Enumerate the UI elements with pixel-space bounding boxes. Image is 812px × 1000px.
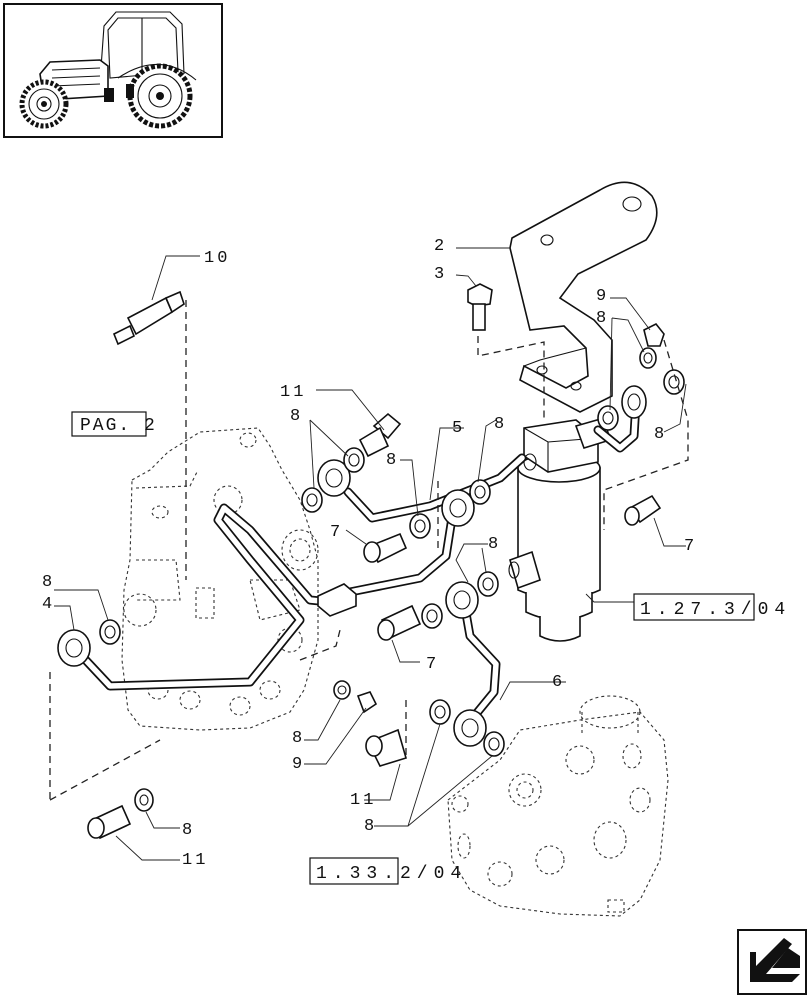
- mounting-bracket: [509, 181, 658, 413]
- label-5: 5: [452, 419, 465, 438]
- distributor-block: [447, 695, 669, 917]
- label-8-left: 8: [42, 573, 55, 592]
- pipes: [75, 397, 641, 719]
- label-7-b: 7: [426, 655, 439, 674]
- label-8-b: 8: [494, 415, 507, 434]
- label-11-bottom: 11: [182, 851, 208, 870]
- label-2: 2: [434, 237, 447, 256]
- label-8-c: 8: [386, 451, 399, 470]
- tractor-thumbnail: [3, 3, 223, 138]
- part-labels: 10 2 3 9 8 8 11 8 5 8 8 7 8 7 8 4 7 6 8 …: [42, 237, 697, 870]
- valve-cylinder: [508, 417, 611, 642]
- reference-boxes: PAG. 2 1.27.3/04 1.33.2/04: [71, 411, 791, 885]
- label-7-a: 7: [330, 523, 343, 542]
- label-3: 3: [434, 265, 447, 284]
- label-10: 10: [204, 249, 230, 268]
- fittings: [57, 283, 685, 840]
- label-9-bottom: 9: [292, 755, 305, 774]
- hydraulic-lift-block: [121, 427, 319, 731]
- assembly-lines: [49, 300, 689, 801]
- label-11-top: 11: [280, 383, 306, 402]
- ref-valve[interactable]: 1.27.3/04: [640, 600, 791, 620]
- ref-pag[interactable]: PAG. 2: [80, 416, 157, 436]
- ref-block[interactable]: 1.33.2/04: [316, 864, 467, 884]
- label-8-e: 8: [292, 729, 305, 748]
- label-11-mid: 11: [350, 791, 376, 810]
- label-4: 4: [42, 595, 55, 614]
- label-7-right: 7: [684, 537, 697, 556]
- label-9-top: 9: [596, 287, 609, 306]
- label-8-d: 8: [488, 535, 501, 554]
- label-8-a: 8: [290, 407, 303, 426]
- label-8-top-a: 8: [596, 309, 609, 328]
- label-8-bottom: 8: [182, 821, 195, 840]
- label-8-lower: 8: [364, 817, 377, 836]
- next-page-arrow-icon[interactable]: [737, 929, 807, 995]
- label-8-top-b: 8: [654, 425, 667, 444]
- leader-lines: [54, 247, 687, 861]
- label-6: 6: [552, 673, 565, 692]
